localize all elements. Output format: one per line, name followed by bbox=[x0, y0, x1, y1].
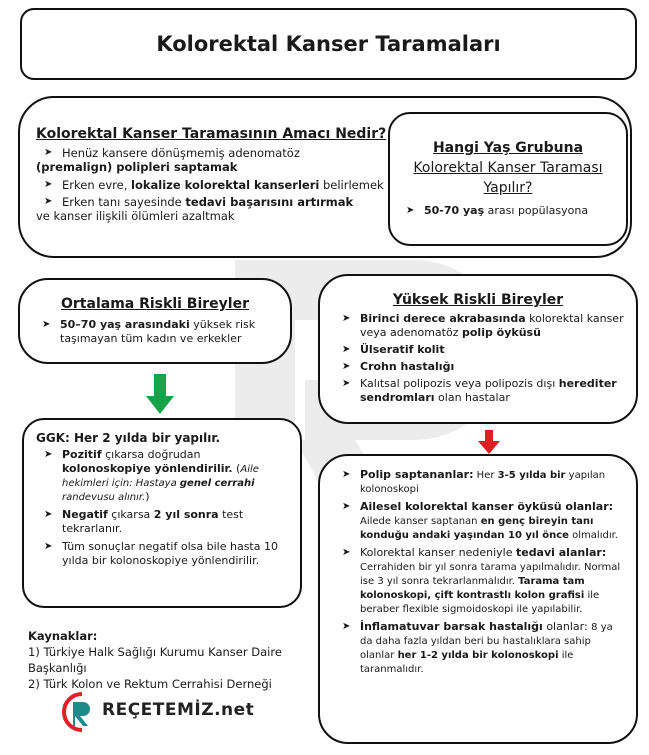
bullet-arrow-icon: ➤ bbox=[342, 621, 351, 632]
bullet-arrow-icon: ➤ bbox=[42, 319, 51, 330]
bullet-arrow-icon: ➤ bbox=[406, 205, 415, 216]
ggk-item-3: ➤ Tüm sonuçlar negatif olsa bile hasta 1… bbox=[44, 540, 278, 567]
references: Kaynaklar: 1) Türkiye Halk Sağlığı Kurum… bbox=[28, 628, 318, 692]
high-item-2: ➤ Ülseratif kolit bbox=[342, 343, 445, 356]
green-down-arrow-icon bbox=[146, 374, 174, 414]
ggk-item-1: ➤ Pozitif çıkarsa doğrudan kolonoskopiye… bbox=[44, 448, 259, 503]
aim-heading: Kolorektal Kanser Taramasının Amacı Nedi… bbox=[36, 126, 387, 142]
background-watermark bbox=[235, 260, 495, 600]
ggk-item-2: ➤ Negatif çıkarsa 2 yıl sonra test tekra… bbox=[44, 508, 244, 535]
bullet-arrow-icon: ➤ bbox=[342, 378, 351, 389]
recetemiz-logo: REÇETEMİZ.net bbox=[62, 690, 272, 734]
age-line-3: Yapılır? bbox=[483, 180, 533, 196]
age-heading: Hangi Yaş Grubuna bbox=[432, 140, 584, 156]
red-down-arrow-icon bbox=[478, 430, 500, 454]
ggk-heading: GGK: Her 2 yılda bir yapılır. bbox=[36, 431, 221, 445]
bullet-arrow-icon: ➤ bbox=[44, 541, 53, 552]
logo-mark-icon bbox=[62, 692, 90, 732]
age-item: ➤ 50-70 yaş arası popülasyona bbox=[406, 204, 589, 217]
bullet-arrow-icon: ➤ bbox=[342, 344, 351, 355]
reference-1: 1) Türkiye Halk Sağlığı Kurumu Kanser Da… bbox=[28, 645, 282, 675]
risk-item-1: ➤ Polip saptananlar: Her 3-5 yılda bir y… bbox=[342, 468, 606, 495]
age-box: Hangi Yaş Grubuna Kolorektal Kanser Tara… bbox=[388, 112, 628, 246]
risk-item-3: ➤ Kolorektal kanser nedeniyle tedavi ala… bbox=[342, 546, 621, 615]
average-heading: Ortalama Riskli Bireyler bbox=[61, 296, 249, 312]
page-title: Kolorektal Kanser Taramaları bbox=[156, 32, 501, 56]
bullet-arrow-icon: ➤ bbox=[44, 449, 53, 460]
bullet-arrow-icon: ➤ bbox=[44, 179, 53, 190]
logo-text: REÇETEMİZ.net bbox=[102, 700, 255, 720]
age-line-2: Kolorektal Kanser Taraması bbox=[413, 160, 603, 176]
average-risk-box: Ortalama Riskli Bireyler ➤ 50–70 yaş ara… bbox=[18, 278, 292, 364]
reference-2: 2) Türk Kolon ve Rektum Cerrahisi Derneğ… bbox=[28, 677, 272, 691]
aim-item-3-cont: ve kanser ilişkili ölümleri azaltmak bbox=[36, 209, 235, 223]
aim-item-3: ➤ Erken tanı sayesinde tedavi başarısını… bbox=[44, 195, 354, 209]
bullet-arrow-icon: ➤ bbox=[342, 501, 351, 512]
high-item-4: ➤ Kalıtsal polipozis veya polipozis dışı… bbox=[342, 377, 617, 404]
high-risk-box: Yüksek Riskli Bireyler ➤ Birinci derece … bbox=[318, 274, 638, 424]
risk-intervals-box: ➤ Polip saptananlar: Her 3-5 yılda bir y… bbox=[318, 454, 638, 744]
references-heading: Kaynaklar: bbox=[28, 629, 98, 643]
bullet-arrow-icon: ➤ bbox=[44, 196, 53, 207]
high-item-1: ➤ Birinci derece akrabasında kolorektal … bbox=[342, 312, 624, 339]
bullet-arrow-icon: ➤ bbox=[342, 361, 351, 372]
bullet-arrow-icon: ➤ bbox=[44, 147, 53, 158]
bullet-arrow-icon: ➤ bbox=[342, 469, 351, 480]
high-item-3: ➤ Crohn hastalığı bbox=[342, 360, 455, 373]
bullet-arrow-icon: ➤ bbox=[342, 547, 351, 558]
average-item: ➤ 50–70 yaş arasındaki yüksek risk taşım… bbox=[42, 318, 256, 345]
title-box: Kolorektal Kanser Taramaları bbox=[20, 8, 637, 80]
aim-item-1-cont: (premalign) polipleri saptamak bbox=[36, 160, 238, 174]
risk-item-4: ➤ İnflamatuvar barsak hastalığı olanlar:… bbox=[342, 620, 613, 675]
bullet-arrow-icon: ➤ bbox=[342, 313, 351, 324]
aim-item-2: ➤ Erken evre, lokalize kolorektal kanser… bbox=[44, 178, 384, 192]
aim-item-1: ➤ Henüz kansere dönüşmemiş adenomatöz bbox=[44, 146, 300, 160]
high-heading: Yüksek Riskli Bireyler bbox=[392, 292, 564, 308]
ggk-box: GGK: Her 2 yılda bir yapılır. ➤ Pozitif … bbox=[22, 418, 302, 608]
bullet-arrow-icon: ➤ bbox=[44, 509, 53, 520]
risk-item-2: ➤ Ailesel kolorektal kanser öyküsü olanl… bbox=[342, 500, 618, 541]
